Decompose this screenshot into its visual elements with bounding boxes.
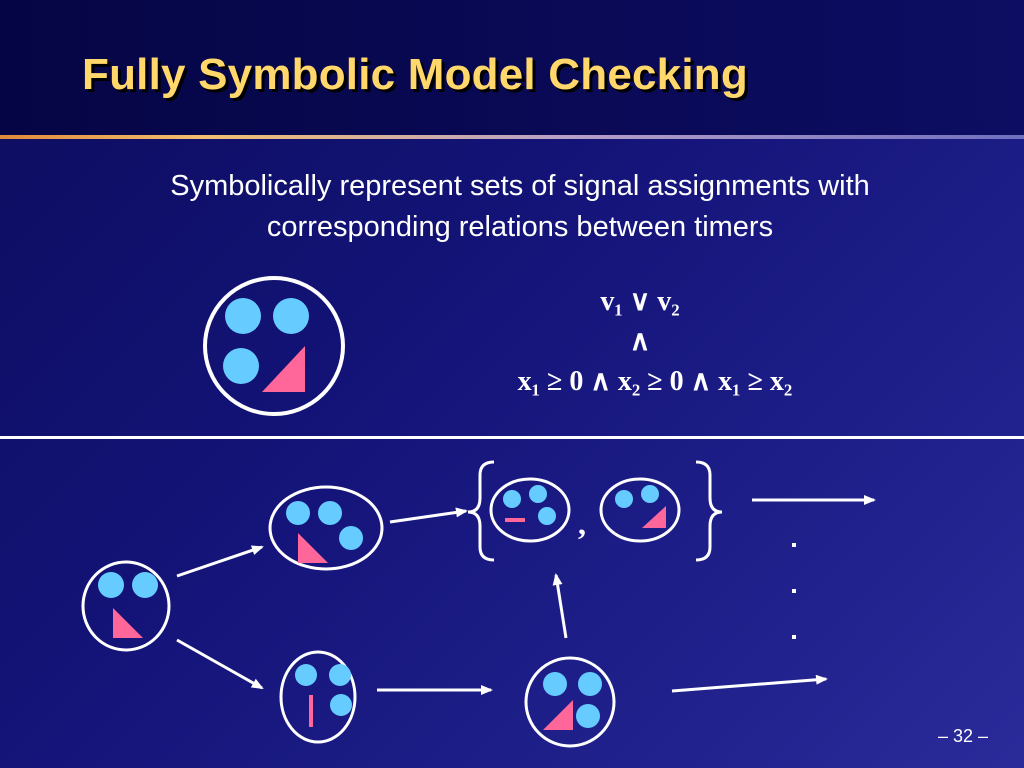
- signal-circle: [339, 526, 363, 550]
- signal-circle: [578, 672, 602, 696]
- title-rule: [0, 135, 1024, 139]
- timer-region-triangle: [298, 533, 328, 563]
- state-node-start: [81, 560, 171, 652]
- state-node-lower-right: [524, 656, 616, 748]
- symbolic-state-node: [203, 276, 345, 416]
- timer-region-triangle: [543, 700, 573, 730]
- formula-timer-relations: x₁ ≥ 0 ∧ x₂ ≥ 0 ∧ x₁ ≥ x₂: [517, 366, 793, 397]
- subtitle-line-1: Symbolically represent sets of signal as…: [170, 170, 870, 202]
- state-outline: [524, 656, 616, 748]
- page-number: – 32 –: [937, 726, 988, 746]
- state-outline: [81, 560, 171, 652]
- signal-circle: [615, 490, 633, 508]
- symbolic-state-outline: [203, 276, 345, 416]
- state-outline: [268, 485, 384, 571]
- transition-arrow: [176, 638, 264, 690]
- signal-circle: [543, 672, 567, 696]
- transition-arrows: [176, 495, 876, 695]
- signal-circle: [529, 485, 547, 503]
- state-outline: [489, 477, 571, 543]
- signal-circle: [329, 664, 351, 686]
- signal-circle: [330, 694, 352, 716]
- slide-subtitle: Symbolically represent sets of signal as…: [60, 166, 980, 248]
- signal-circle: [641, 485, 659, 503]
- signal-circle: [318, 501, 342, 525]
- timer-region-triangle: [113, 608, 143, 638]
- transition-arrow: [176, 545, 264, 578]
- left-brace: [467, 460, 495, 562]
- state-outline: [599, 477, 681, 543]
- state-node-upper: [268, 485, 384, 571]
- formula-disjunction: v₁ ∨ v₂: [600, 286, 680, 317]
- signal-circle: [98, 572, 124, 598]
- set-member-1: [489, 477, 571, 543]
- signal-circle: [132, 572, 158, 598]
- timer-region-triangle: [262, 346, 305, 392]
- state-outline: [279, 650, 357, 744]
- continuation-ellipsis: [792, 543, 796, 639]
- ellipsis-dot: [792, 635, 796, 639]
- formula-and-symbol: ∧: [629, 326, 651, 357]
- transition-arrow: [552, 573, 568, 639]
- signal-circle: [538, 507, 556, 525]
- state-node-lower: [279, 650, 357, 744]
- timer-region-triangle: [642, 506, 666, 528]
- signal-circle: [295, 664, 317, 686]
- set-separator-comma: ,: [578, 505, 586, 541]
- timer-region-horizontal-bar: [505, 518, 525, 522]
- title-band: [0, 0, 1024, 138]
- right-brace: [695, 460, 723, 562]
- set-member-2: [599, 477, 681, 543]
- ellipsis-dot: [792, 543, 796, 547]
- transition-arrow: [389, 507, 468, 524]
- transition-arrow: [671, 674, 828, 693]
- slide-title: Fully Symbolic Model Checking: [82, 50, 748, 99]
- signal-circle: [273, 298, 309, 334]
- signal-circle: [223, 348, 259, 384]
- ellipsis-dot: [792, 589, 796, 593]
- timer-region-vertical-bar: [309, 695, 313, 727]
- subtitle-line-2: corresponding relations between timers: [266, 211, 774, 243]
- successor-set: ,: [467, 460, 723, 562]
- signal-circle: [286, 501, 310, 525]
- section-divider: [0, 436, 1024, 439]
- signal-circle: [503, 490, 521, 508]
- signal-circle: [225, 298, 261, 334]
- signal-circle: [576, 704, 600, 728]
